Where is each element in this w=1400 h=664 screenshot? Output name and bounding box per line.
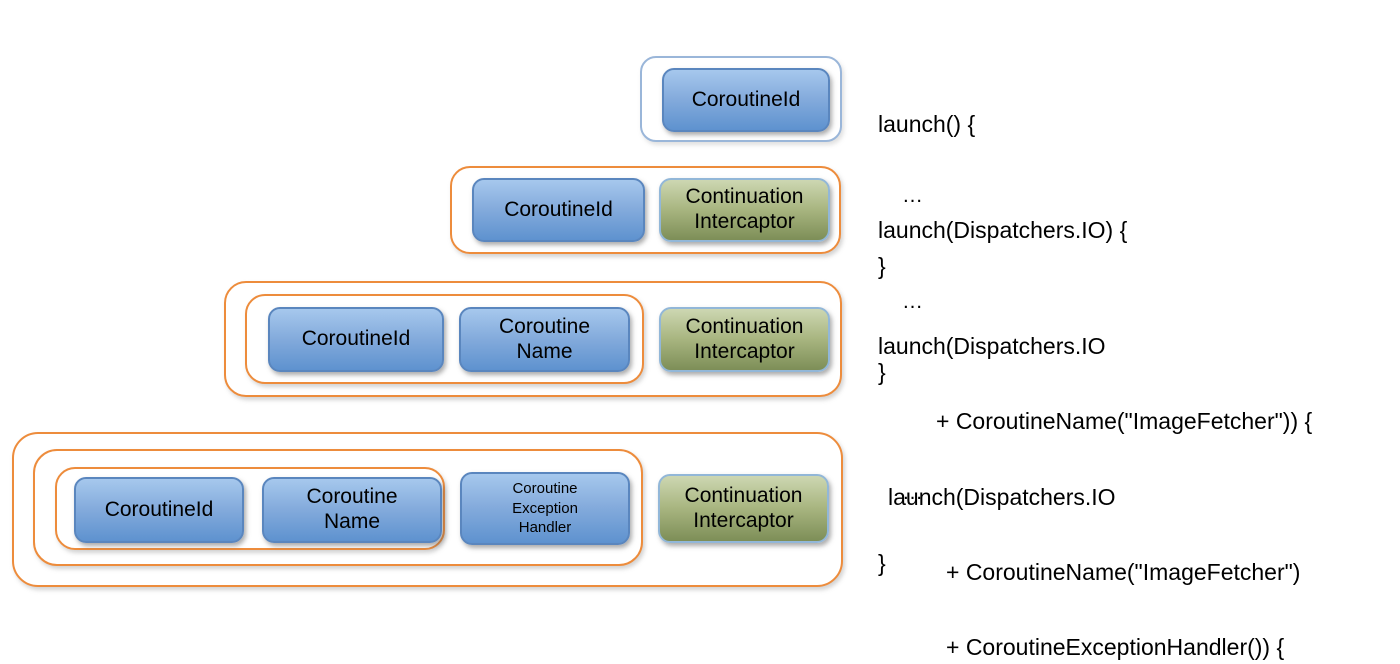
code-snippet: launch(Dispatchers.IO + CoroutineName("I… bbox=[888, 435, 1300, 664]
continuation-intercaptor-box: Continuation Intercaptor bbox=[659, 178, 830, 242]
continuation-intercaptor-box: Continuation Intercaptor bbox=[659, 307, 830, 372]
continuation-intercaptor-box: Continuation Intercaptor bbox=[658, 474, 829, 543]
coroutine-name-box: Coroutine Name bbox=[262, 477, 442, 543]
code-line: } bbox=[878, 253, 886, 279]
code-line: } bbox=[878, 359, 886, 385]
code-line: launch() { bbox=[878, 111, 976, 137]
code-line: + CoroutineExceptionHandler()) { bbox=[946, 634, 1285, 660]
code-line: + CoroutineName("ImageFetcher")) { bbox=[936, 408, 1313, 434]
code-snippet: launch(Dispatchers.IO + CoroutineName("I… bbox=[878, 284, 1312, 626]
code-line-ellipsis: … bbox=[902, 184, 925, 207]
coroutine-id-box: CoroutineId bbox=[74, 477, 244, 543]
code-snippet: launch(Dispatchers.IO) { … } bbox=[878, 168, 1127, 435]
code-snippet: launch() { … } bbox=[878, 62, 975, 329]
code-line: launch(Dispatchers.IO bbox=[888, 484, 1116, 510]
coroutine-id-box: CoroutineId bbox=[472, 178, 645, 242]
code-line: } bbox=[878, 550, 886, 576]
code-line: launch(Dispatchers.IO bbox=[878, 333, 1106, 359]
coroutine-name-box: Coroutine Name bbox=[459, 307, 630, 372]
code-line-ellipsis: … bbox=[902, 481, 925, 504]
coroutine-id-box: CoroutineId bbox=[662, 68, 830, 132]
code-line: launch(Dispatchers.IO) { bbox=[878, 217, 1128, 243]
code-line: + CoroutineName("ImageFetcher") bbox=[946, 559, 1301, 585]
coroutine-id-box: CoroutineId bbox=[268, 307, 444, 372]
code-line-ellipsis: … bbox=[902, 290, 925, 313]
coroutine-exception-handler-box: Coroutine Exception Handler bbox=[460, 472, 630, 545]
